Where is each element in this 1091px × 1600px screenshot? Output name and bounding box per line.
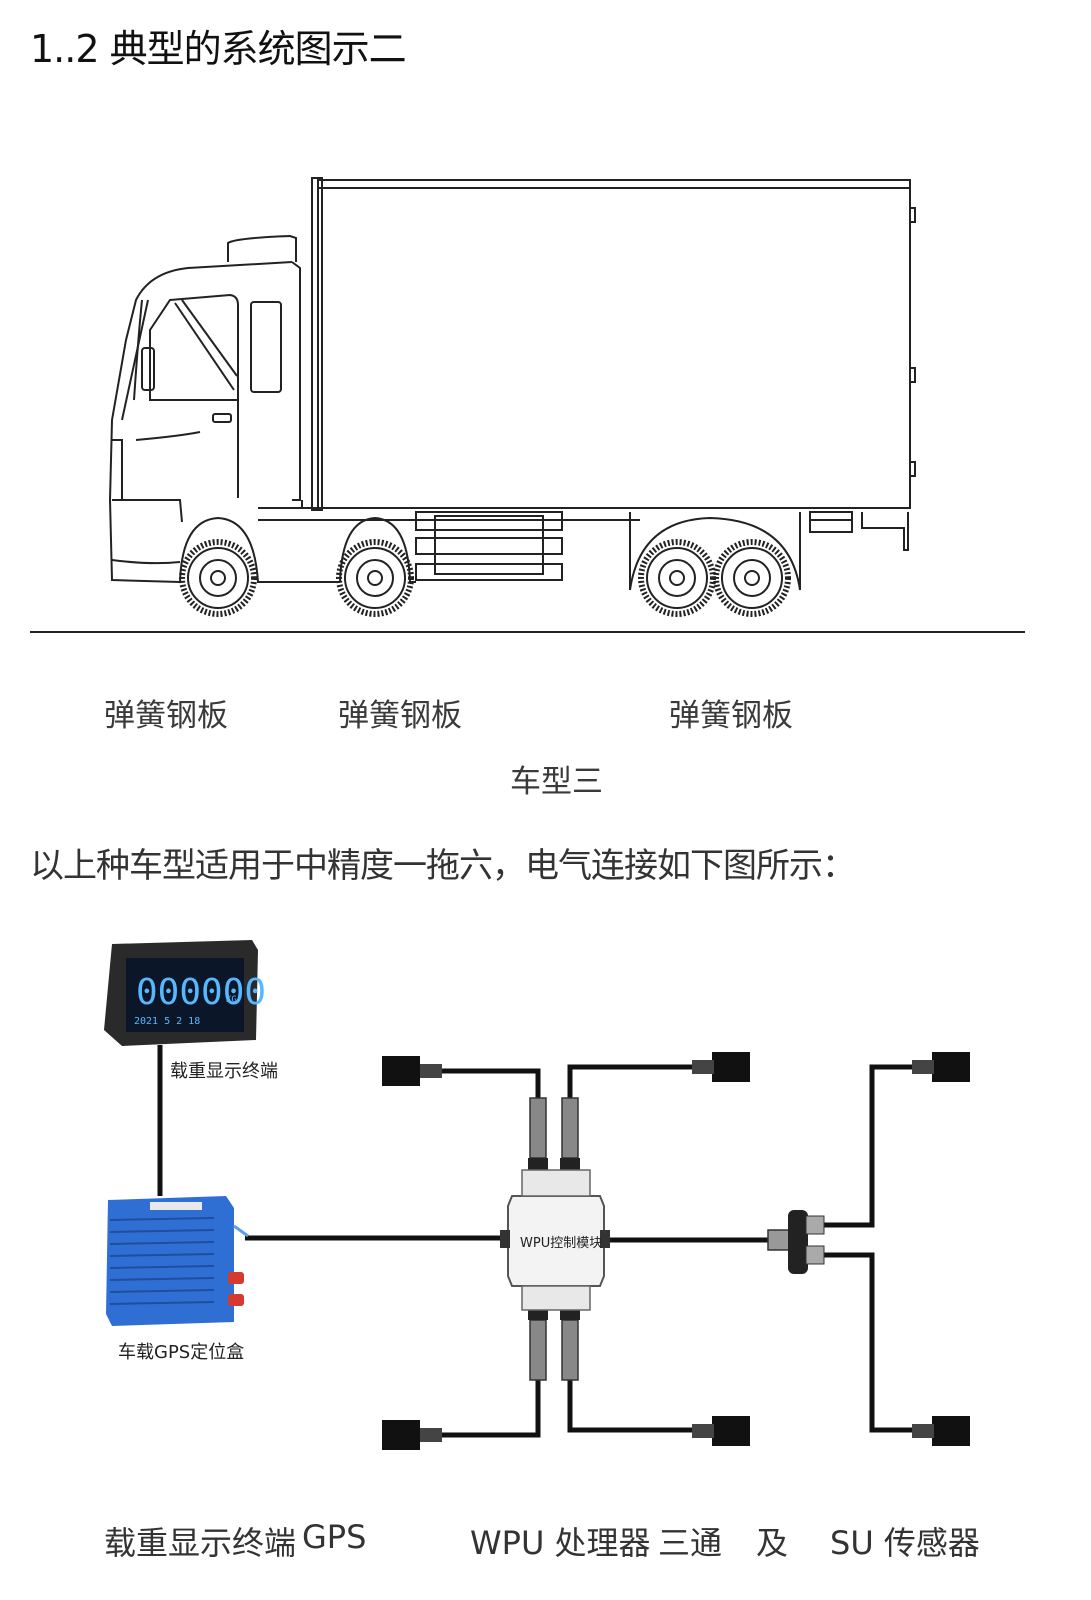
- wheel-group: [179, 539, 791, 617]
- spring-label-rear: 弹簧钢板: [669, 698, 793, 734]
- sensor-tee-upper: [912, 1052, 970, 1082]
- legend-tee: 三通: [658, 1524, 723, 1562]
- spring-label-middle: 弹簧钢板: [338, 698, 462, 734]
- legend-gps: GPS: [302, 1518, 367, 1556]
- wpu-module-body: [500, 1169, 610, 1311]
- sensor-lower-left: [382, 1420, 442, 1450]
- tee-connector: [767, 1210, 825, 1274]
- legend-wpu: WPU 处理器: [470, 1524, 651, 1562]
- display-terminal-label: 载重显示终端: [170, 1061, 278, 1082]
- wpu-module-label: WPU控制模块: [520, 1236, 603, 1251]
- spring-label-front: 弹簧钢板: [104, 698, 228, 734]
- display-unit: KG: [226, 995, 237, 1005]
- gps-box: [106, 1196, 249, 1326]
- legend-display: 载重显示终端: [104, 1524, 297, 1562]
- sensor-upper-right: [692, 1052, 750, 1082]
- gps-box-label: 车载GPS定位盒: [118, 1342, 245, 1363]
- section-heading: 1..2 典型的系统图示二: [30, 27, 407, 71]
- sensor-upper-left: [382, 1056, 442, 1086]
- legend-su: SU 传感器: [830, 1524, 980, 1562]
- description-text: 以上种车型适用于中精度一拖六，电气连接如下图所示：: [30, 846, 856, 886]
- display-status: 2021 5 2 18: [134, 1016, 200, 1027]
- display-terminal: 000000 KG 2021 5 2 18: [104, 940, 266, 1046]
- model-label: 车型三: [510, 764, 603, 800]
- sensor-lower-right: [692, 1416, 750, 1446]
- truck-drawing: [30, 177, 1025, 633]
- sensor-tee-lower: [912, 1416, 970, 1446]
- legend-and: 及: [756, 1524, 789, 1562]
- display-reading: 000000: [136, 972, 266, 1013]
- sensor-group: [382, 1052, 970, 1450]
